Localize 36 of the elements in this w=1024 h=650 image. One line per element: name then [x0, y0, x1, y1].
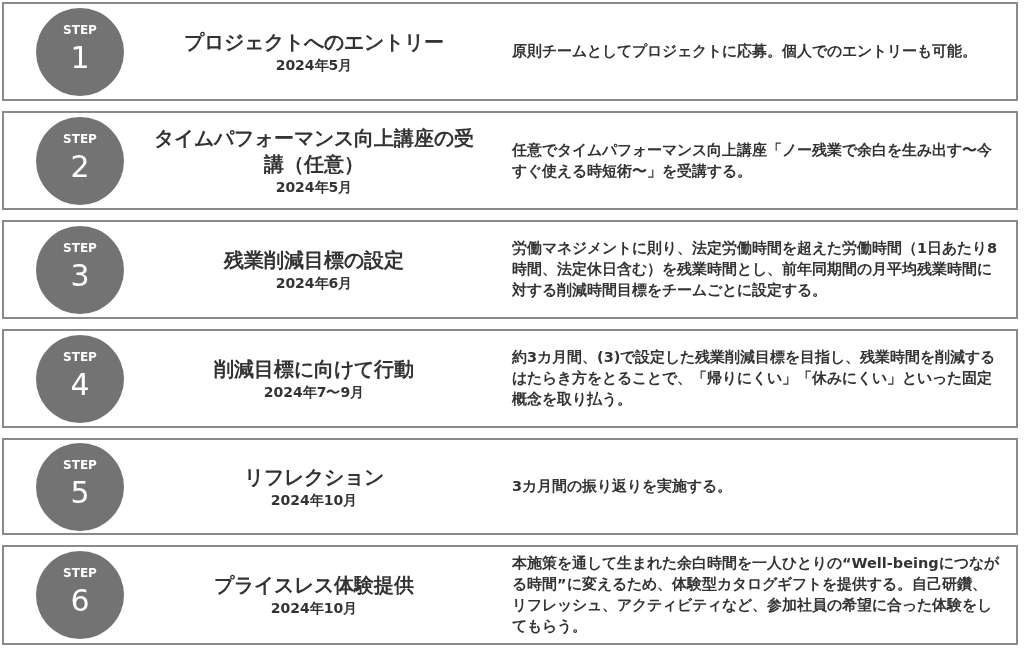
step-label: STEP — [62, 457, 98, 472]
step-number: 3 — [69, 257, 91, 294]
step-row-panel — [2, 111, 1018, 210]
step-row-panel — [2, 329, 1018, 428]
step-number: 1 — [69, 39, 91, 76]
step-title: プロジェクトへのエントリー — [183, 28, 445, 55]
step-description: 任意でタイムパフォーマンス向上講座「ノー残業で余白を生み出す〜今すぐ使える時短術〜」を受講する。 — [512, 140, 993, 181]
step-date: 2024年10月 — [269, 599, 359, 618]
step-date: 2024年7〜9月 — [262, 382, 366, 402]
step-number: 2 — [69, 148, 91, 185]
step-row-panel — [2, 545, 1018, 645]
step-title: 残業削減目標の設定 — [222, 246, 405, 273]
step-title: プライスレス体験提供 — [213, 572, 415, 598]
step-date: 2024年10月 — [269, 490, 359, 510]
step-label: STEP — [62, 22, 98, 37]
step-row-panel — [2, 220, 1018, 319]
step-description: 原則チームとしてプロジェクトに応募。個人でのエントリーも可能。 — [512, 42, 978, 61]
step-date: 2024年5月 — [274, 177, 354, 197]
step-title: リフレクション — [243, 463, 385, 490]
step-row-panel — [2, 2, 1018, 101]
step-label: STEP — [62, 566, 98, 580]
step-number: 6 — [69, 583, 91, 619]
step-date: 2024年5月 — [274, 55, 354, 75]
step-row-panel — [2, 438, 1018, 535]
step-description: 約3カ月間、(3)で設定した残業削減目標を目指し、残業時間を削減するはたらき方をとることで、「帰りにくい」「休みにくい」といった固定概念を取り払う。 — [512, 348, 997, 409]
step-label: STEP — [62, 240, 98, 255]
step-description: 本施策を通して生まれた余白時間を一人ひとりの“Well-beingにつながる時間”に変えるため、体験型カタログギフトを提供する。自己研鑽、リフレッシュ、アクティビティなど、参加社員の希望に合った体験をしてもらう。 — [512, 554, 1000, 636]
step-date: 2024年6月 — [274, 273, 354, 293]
step-number: 4 — [69, 366, 91, 403]
step-label: STEP — [62, 131, 98, 146]
step-title: タイムパフォーマンス向上講座の受講（任意） — [154, 124, 474, 177]
step-label: STEP — [62, 349, 98, 364]
step-title: 削減目標に向けて行動 — [213, 355, 415, 382]
step-number: 5 — [69, 474, 91, 511]
step-description: 3カ月間の振り返りを実施する。 — [512, 477, 734, 496]
step-description: 労働マネジメントに則り、法定労働時間を超えた労働時間（1日あたり8時間、法定休日含む）を残業時間とし、前年同期間の月平均残業時間に対する削減時間目標をチームごとに設定する。 — [512, 239, 999, 300]
